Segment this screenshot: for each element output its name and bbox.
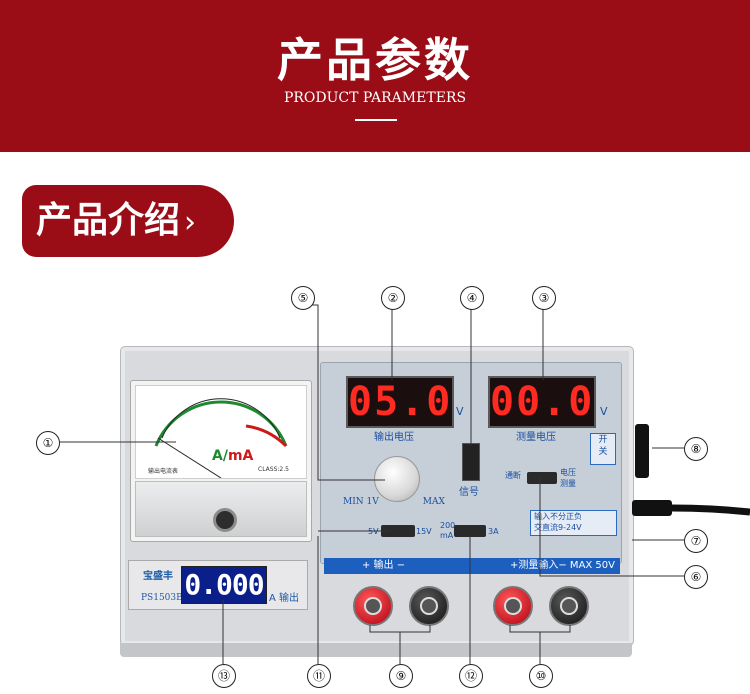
callout-9: ⑨ [389,664,413,688]
callout-13: ⑬ [212,664,236,688]
signal-indicator [462,443,480,481]
zero-adjust-knob[interactable] [213,508,237,532]
device-base [120,643,632,657]
mode-left-label: 通断 [505,471,521,480]
meter-face: A/mA 输出电流表 CLASS:2.5 [135,385,307,479]
range-ma-label: mA [440,531,454,540]
mode-right-top-label: 电压 [560,468,576,477]
page-title: 产品参数 [277,33,473,87]
measured-voltage-label: 测量电压 [516,432,556,443]
current-range-switch[interactable] [454,525,486,537]
measure-negative-terminal[interactable] [549,586,589,626]
range-3a-label: 3A [488,527,499,536]
brand-label: 宝盛丰 [143,571,173,582]
voltage-adjust-knob[interactable] [374,456,420,502]
power-off-label: 关 [598,447,608,457]
meter-label: 输出电流表 [148,468,179,475]
callout-2: ② [381,286,405,310]
signal-label: 信号 [459,487,479,498]
section-label: 产品介绍 [36,200,181,241]
range-15v-label: 15V [416,527,432,536]
meter-window [135,481,307,537]
callout-6: ⑥ [684,565,708,589]
chevron-right-icon: › [184,205,197,240]
range-200-label: 200 [440,521,456,530]
output-voltage-unit: V [456,405,464,418]
power-label-box: 开 关 [590,433,616,465]
header-banner [0,0,750,152]
power-cable-icon [632,500,750,516]
mode-right-bottom-label: 测量 [560,479,576,488]
mode-switch[interactable] [527,472,557,484]
output-voltage-display: 05.0 [346,376,454,428]
power-on-label: 开 [598,435,608,445]
info-line-1: 输入不分正负 [534,512,582,521]
output-voltage-label: 输出电压 [374,432,414,443]
range-5v-label: 5V [368,527,379,536]
callout-11: ⑪ [307,664,331,688]
callout-10: ⑩ [529,664,553,688]
output-negative-terminal[interactable] [409,586,449,626]
measured-voltage-unit: V [600,405,608,418]
measured-voltage-display: 00.0 [488,376,596,428]
callout-12: ⑫ [459,664,483,688]
meter-class: CLASS:2.5 [258,466,289,473]
output-terminal-label: + 输出 − [362,560,406,571]
info-line-2: 交直流9-24V [534,523,582,532]
power-switch[interactable] [635,424,649,478]
lcd-unit: A 输出 [269,593,300,604]
meter-unit-a: A/ [212,448,228,464]
terminal-label-bar: + 输出 − +测量输入− MAX 50V [324,558,620,574]
callout-5: ⑤ [291,286,315,310]
knob-max-label: MAX [422,497,445,507]
meter-scale-icon [154,398,288,479]
meter-unit-ma: mA [227,448,254,464]
callout-4: ④ [460,286,484,310]
callout-7: ⑦ [684,529,708,553]
knob-min-label: MIN 1V [343,497,379,507]
model-label: PS1503B [141,593,183,603]
measure-positive-terminal[interactable] [493,586,533,626]
output-positive-terminal[interactable] [353,586,393,626]
current-lcd-display: 0.000 [181,566,267,604]
analog-ammeter: A/mA 输出电流表 CLASS:2.5 [130,380,312,542]
title-divider [355,119,397,121]
voltage-range-switch[interactable] [381,525,415,537]
measure-input-label: +测量输入− MAX 50V [510,560,615,571]
callout-1: ① [36,431,60,455]
section-tag: 产品介绍› [22,185,234,257]
callout-8: ⑧ [684,437,708,461]
lcd-panel: 宝盛丰 PS1503B 0.000 A 输出 [128,560,308,610]
callout-3: ③ [532,286,556,310]
page-subtitle: PRODUCT PARAMETERS [283,90,467,106]
input-info-box: 输入不分正负 交直流9-24V [530,510,617,536]
